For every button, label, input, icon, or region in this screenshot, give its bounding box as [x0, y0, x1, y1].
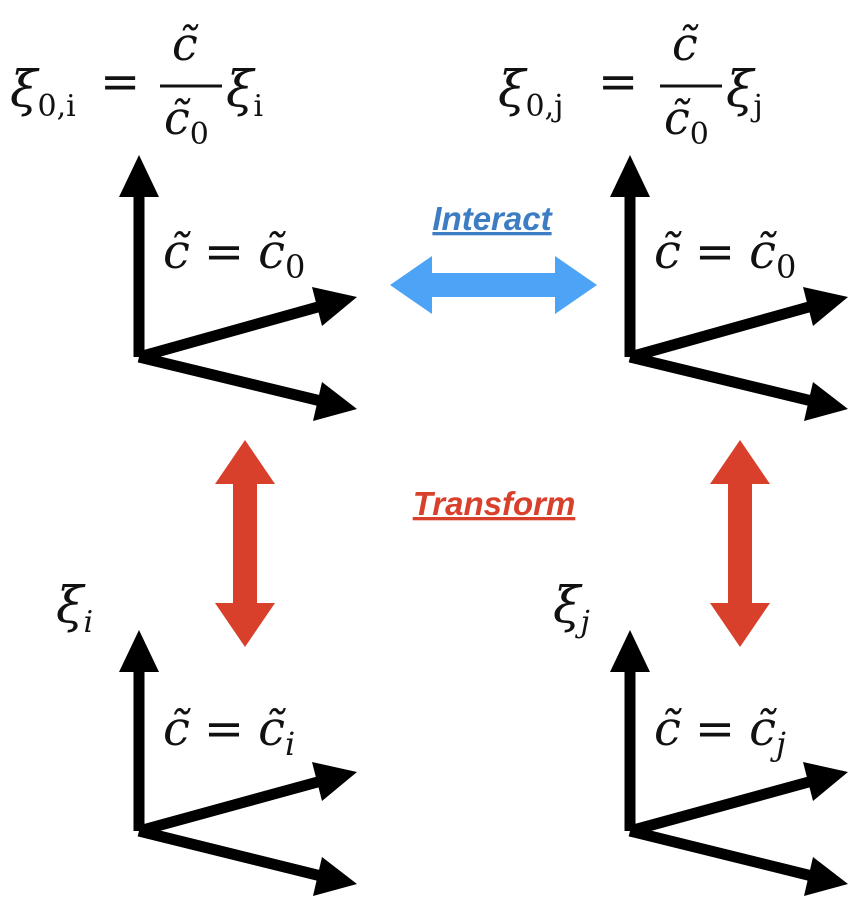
interact-double-arrow: [390, 256, 597, 314]
c-equals: =: [695, 701, 735, 757]
upper-axis: [628, 774, 818, 837]
upper-axis: [137, 299, 327, 363]
svg-text:ξj: ξj: [726, 60, 763, 124]
c-lhs: c̃: [654, 224, 682, 280]
c-rhs-subscript: 0: [285, 248, 305, 286]
xi-rhs-subscript: i: [254, 89, 264, 124]
svg-text:ξ0,i: ξ0,i: [10, 60, 76, 124]
svg-text:ξi: ξi: [226, 60, 263, 124]
svg-text:c̃=c̃0: c̃=c̃0: [654, 224, 796, 286]
xi-symbol: ξ: [10, 60, 40, 118]
interact-relation: Interact: [390, 200, 597, 314]
xi-symbol: ξ: [553, 576, 583, 634]
xi-symbol: ξ: [56, 576, 86, 634]
c-lhs: c̃: [654, 701, 682, 757]
frame-top-left-axes: [133, 190, 327, 408]
fraction-denominator-subscript: 0: [190, 117, 209, 152]
c-rhs: c̃: [258, 701, 286, 757]
frame-top-right-formula: ξ0,j = c̃ c̃0 ξj: [498, 17, 763, 152]
xi-symbol: ξ: [498, 60, 528, 118]
upper-axis: [137, 774, 327, 837]
xi-subscript: 0,j: [526, 89, 564, 124]
transform-double-arrow-left: [215, 440, 275, 647]
lower-axis: [137, 825, 327, 883]
svg-text:c̃=c̃j: c̃=c̃j: [654, 701, 786, 763]
equals-sign: =: [598, 54, 638, 110]
c-equals: =: [204, 224, 244, 280]
xi-rhs-symbol: ξ: [226, 60, 256, 118]
upper-axis-arrowhead: [803, 287, 848, 326]
c-rhs-subscript: i: [285, 725, 295, 763]
lower-axis-arrowhead: [313, 857, 357, 896]
c-rhs: c̃: [258, 224, 286, 280]
frame-bottom-left: ξi c̃=c̃i: [56, 576, 357, 896]
lower-axis-arrowhead: [804, 857, 848, 896]
fraction-denominator-subscript: 0: [690, 117, 709, 152]
frame-bottom-left-xi: ξi: [56, 576, 93, 640]
svg-text:c̃=c̃0: c̃=c̃0: [163, 224, 305, 286]
frame-bottom-right-c-equation: c̃=c̃j: [654, 701, 786, 763]
svg-text:c̃0: c̃0: [164, 91, 209, 152]
vertical-axis-arrowhead: [119, 155, 159, 197]
c-lhs: c̃: [163, 224, 191, 280]
frame-bottom-right-xi: ξj: [553, 576, 590, 640]
upper-axis-arrowhead: [312, 287, 357, 326]
frame-bottom-left-c-equation: c̃=c̃i: [163, 701, 295, 763]
xi-subscript: i: [84, 605, 94, 640]
c-rhs: c̃: [749, 224, 777, 280]
frame-top-left-formula: ξ0,i = c̃ c̃0 ξi: [10, 17, 263, 152]
fraction-numerator: c̃: [172, 17, 199, 71]
fraction-denominator: c̃: [664, 91, 691, 145]
xi-rhs-subscript: j: [751, 89, 763, 124]
lower-axis-arrowhead: [804, 382, 848, 421]
lower-axis: [628, 825, 818, 883]
vertical-axis-arrowhead: [119, 630, 159, 672]
xi-subscript: 0,i: [38, 89, 76, 124]
vertical-axis-arrowhead: [610, 155, 650, 197]
svg-text:c̃=c̃i: c̃=c̃i: [163, 701, 295, 763]
frame-bottom-right: ξj c̃=c̃j: [553, 576, 848, 896]
frame-top-left-c-equation: c̃=c̃0: [163, 224, 305, 286]
frame-top-left: ξ0,i = c̃ c̃0 ξi c̃=c̃0: [10, 17, 357, 421]
transform-double-arrow-right: [710, 440, 770, 647]
c-lhs: c̃: [163, 701, 191, 757]
frame-top-right-c-equation: c̃=c̃0: [654, 224, 796, 286]
lower-axis: [628, 351, 818, 408]
transform-relation: Transform: [215, 440, 770, 647]
frame-top-right: ξ0,j = c̃ c̃0 ξj c̃=c̃0: [498, 17, 848, 421]
svg-text:c̃0: c̃0: [664, 91, 709, 152]
lower-axis: [137, 351, 327, 408]
xi-rhs-symbol: ξ: [726, 60, 756, 118]
upper-axis: [628, 299, 818, 363]
interact-label: Interact: [432, 200, 553, 237]
svg-text:ξ0,j: ξ0,j: [498, 60, 563, 124]
upper-axis-arrowhead: [803, 762, 848, 801]
fraction-denominator: c̃: [164, 91, 191, 145]
upper-axis-arrowhead: [312, 762, 357, 801]
fraction-numerator: c̃: [672, 17, 699, 71]
equals-sign: =: [100, 54, 140, 110]
c-equals: =: [204, 701, 244, 757]
vertical-axis-arrowhead: [610, 630, 650, 672]
c-rhs-subscript: 0: [776, 248, 796, 286]
transform-label: Transform: [413, 485, 576, 522]
lower-axis-arrowhead: [313, 382, 357, 421]
c-rhs: c̃: [749, 701, 777, 757]
c-equals: =: [695, 224, 735, 280]
